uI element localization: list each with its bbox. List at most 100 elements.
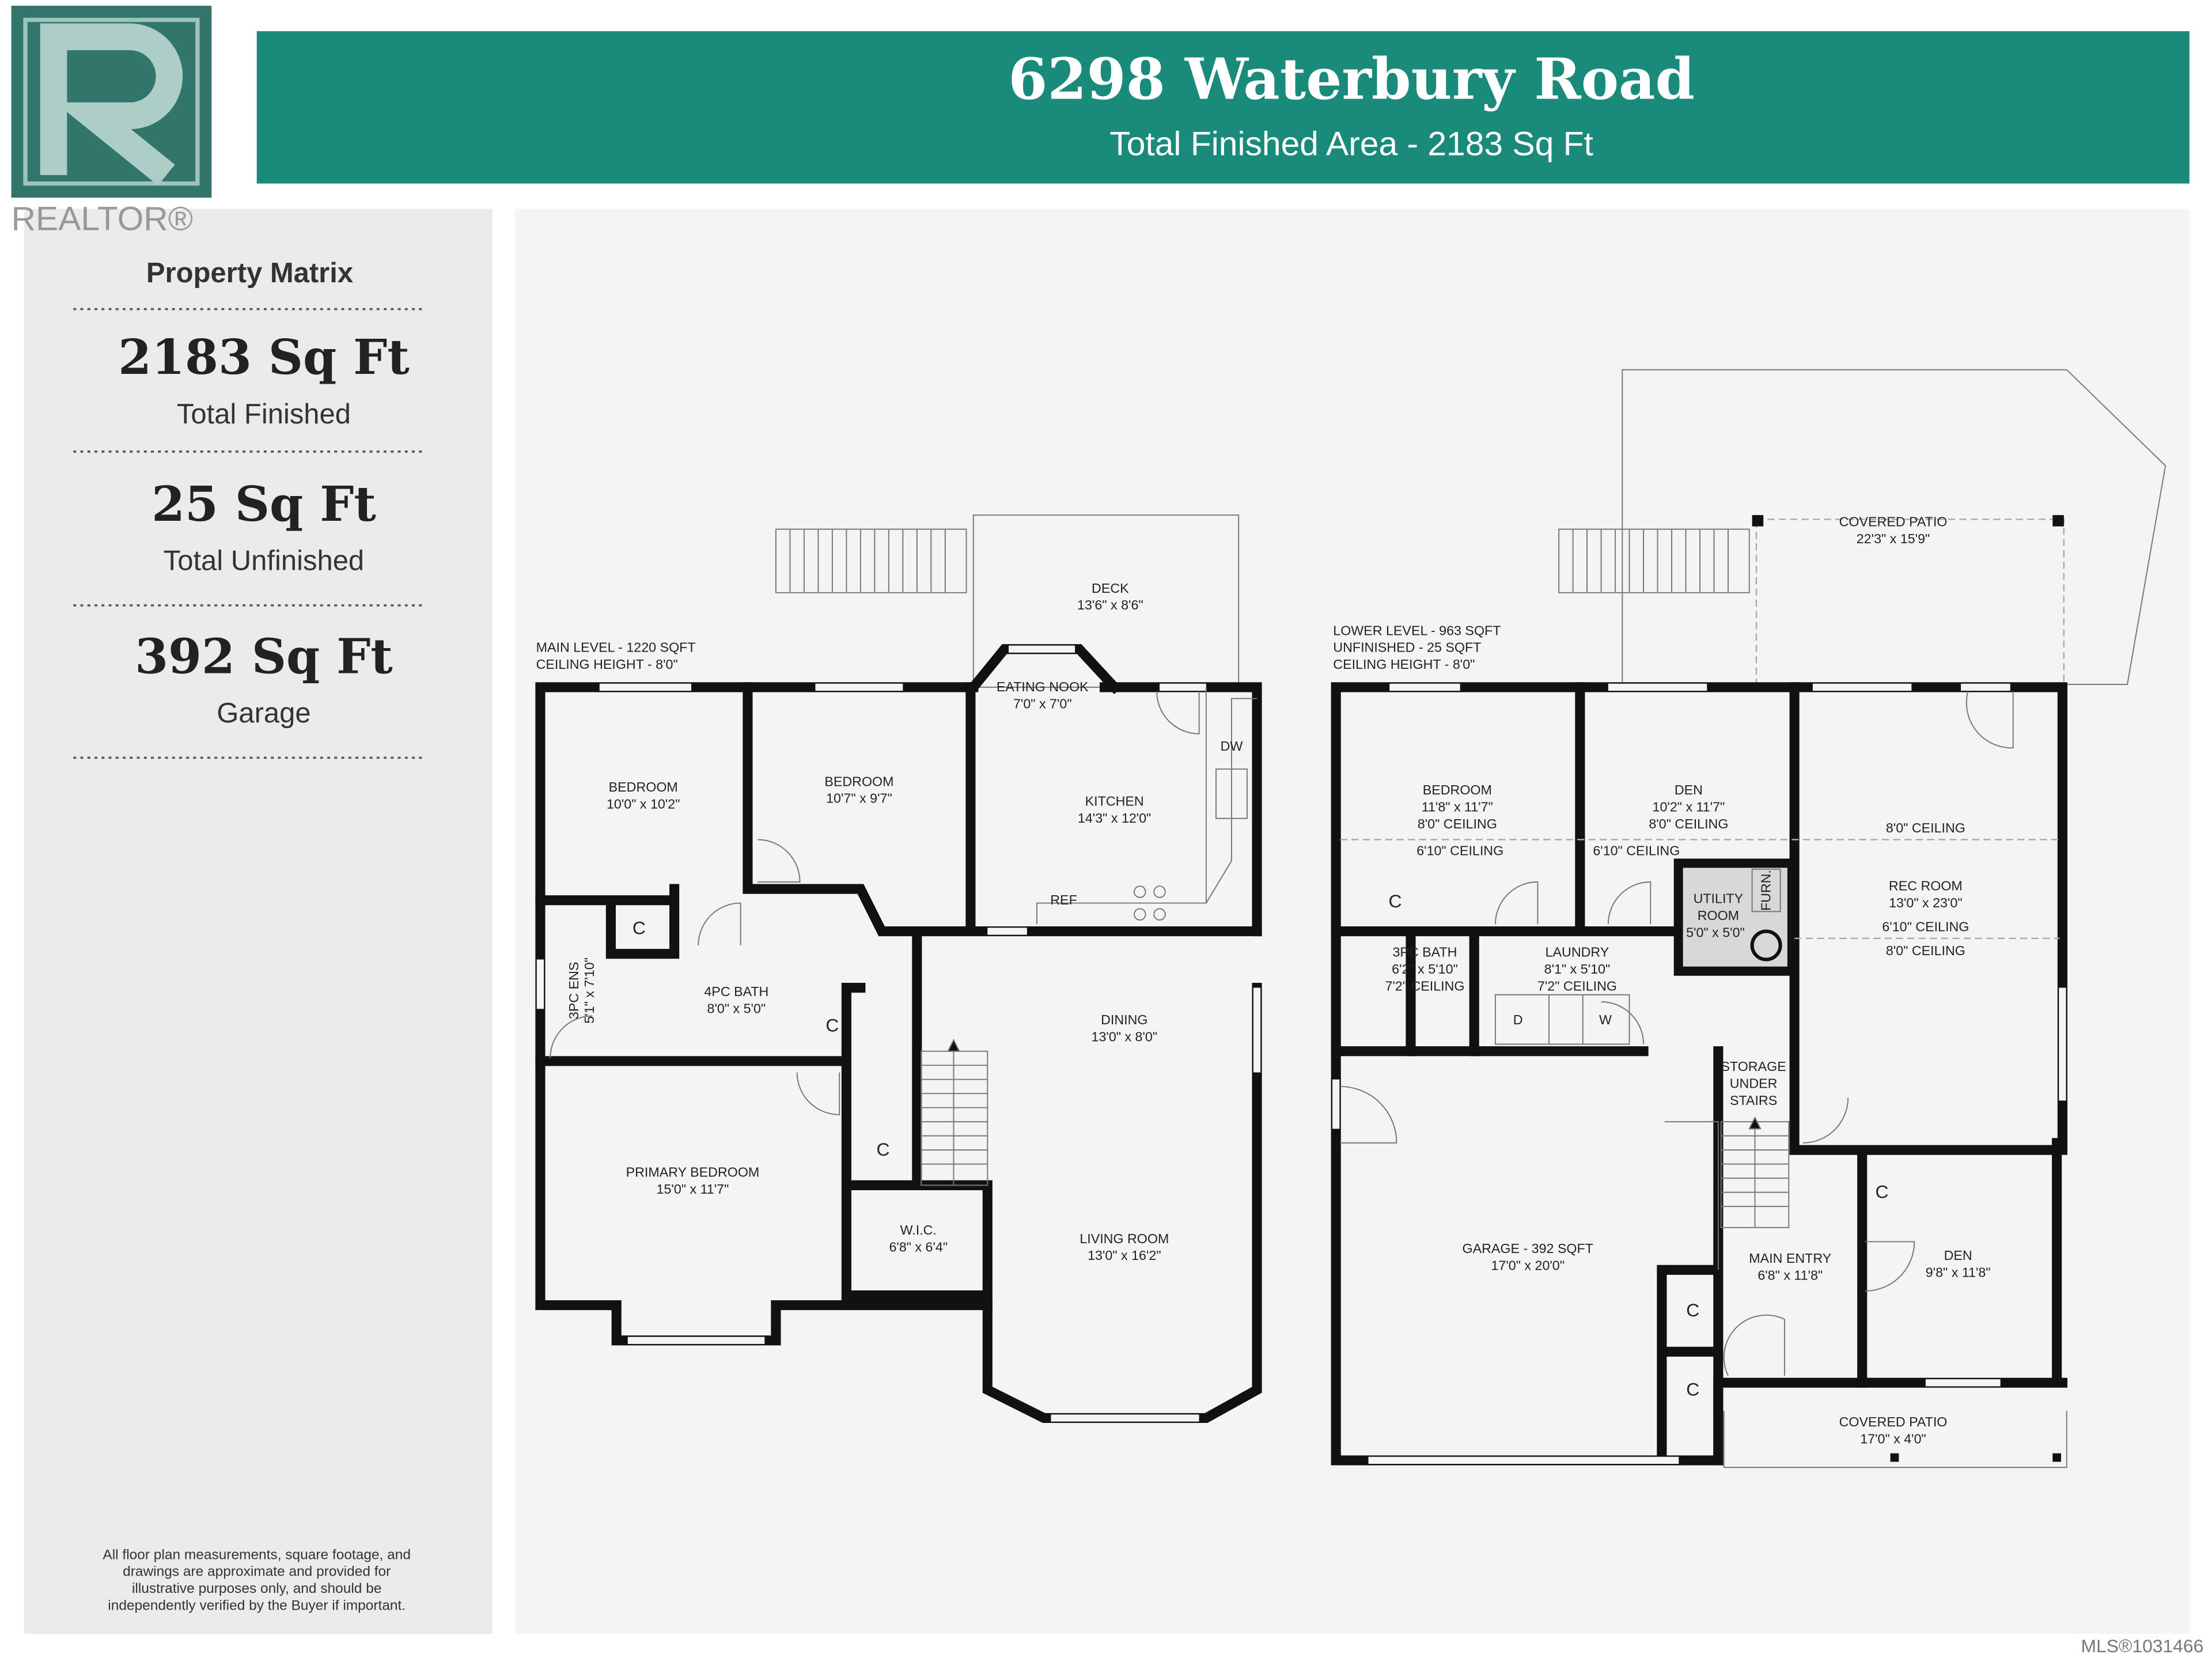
plan-area bbox=[514, 209, 2190, 1634]
disclaimer-line: illustrative purposes only, and should b… bbox=[132, 1581, 381, 1596]
fridge-label: REF bbox=[1050, 892, 1077, 907]
bath-dims: 6'2" x 5'10" bbox=[1392, 962, 1458, 976]
bedroom-label: BEDROOM bbox=[1423, 782, 1492, 797]
patio-stairs bbox=[1558, 528, 1750, 593]
storage-label: STAIRS bbox=[1730, 1093, 1777, 1108]
disclaimer-line: independently verified by the Buyer if i… bbox=[108, 1598, 406, 1614]
main-entry-label: MAIN ENTRY bbox=[1749, 1251, 1831, 1266]
ensuite-label: 3PC ENS bbox=[566, 962, 581, 1020]
bedroom-ceiling: 8'0" CEILING bbox=[1418, 816, 1497, 831]
mls-number: MLS®1031466 bbox=[2081, 1636, 2203, 1656]
bath-label: 4PC BATH bbox=[704, 984, 768, 999]
den-ceiling: 8'0" CEILING bbox=[1649, 816, 1728, 831]
disclaimer: All floor plan measurements, square foot… bbox=[103, 1547, 411, 1613]
lower-level-info: LOWER LEVEL - 963 SQFT bbox=[1333, 623, 1501, 638]
disclaimer-line: All floor plan measurements, square foot… bbox=[103, 1547, 411, 1562]
finished-label: Total Finished bbox=[177, 399, 351, 430]
garage-label: GARAGE - 392 SQFT bbox=[1463, 1241, 1593, 1256]
furnace-label: FURN. bbox=[1758, 870, 1773, 911]
dishwasher-label: DW bbox=[1221, 739, 1243, 754]
bath-ceiling: 7'2" CEILING bbox=[1385, 978, 1464, 993]
covered-patio-label: COVERED PATIO bbox=[1839, 1414, 1948, 1429]
living-room-label: LIVING ROOM bbox=[1080, 1231, 1169, 1246]
garage-dims: 17'0" x 20'0" bbox=[1491, 1258, 1565, 1273]
storage-label: STORAGE bbox=[1721, 1059, 1786, 1074]
covered-patio-dims: 22'3" x 15'9" bbox=[1857, 531, 1930, 546]
lower-stairs bbox=[1720, 1116, 1790, 1228]
closet-label: C bbox=[1875, 1181, 1888, 1202]
laundry-label: LAUNDRY bbox=[1546, 945, 1609, 960]
primary-bedroom-dims: 15'0" x 11'7" bbox=[657, 1182, 729, 1197]
ensuite-dims: 5'1" x 7'10" bbox=[582, 957, 597, 1024]
disclaimer-line: drawings are approximate and provided fo… bbox=[123, 1564, 391, 1580]
den-label: DEN bbox=[1675, 782, 1703, 797]
main-level-info: MAIN LEVEL - 1220 SQFT bbox=[536, 640, 696, 655]
garage-value: 392 Sq Ft bbox=[135, 628, 393, 684]
den-dims: 9'8" x 11'8" bbox=[1926, 1265, 1991, 1280]
matrix-item-finished: 2183 Sq Ft Total Finished bbox=[118, 329, 410, 430]
rec-ceiling-low: 6'10" CEILING bbox=[1882, 919, 1969, 934]
page-subtitle: Total Finished Area - 2183 Sq Ft bbox=[1109, 126, 1593, 163]
matrix-item-garage: 392 Sq Ft Garage bbox=[135, 628, 393, 729]
lower-level-plan: LOWER LEVEL - 963 SQFT UNFINISHED - 25 S… bbox=[1331, 369, 2166, 1468]
covered-patio-label: COVERED PATIO bbox=[1839, 514, 1948, 529]
closet-label: C bbox=[1686, 1379, 1699, 1399]
lower-level-ceiling: CEILING HEIGHT - 8'0" bbox=[1333, 657, 1475, 672]
den-ceiling-low: 6'10" CEILING bbox=[1593, 843, 1680, 858]
deck-label: DECK bbox=[1092, 581, 1129, 596]
wic-label: W.I.C. bbox=[900, 1222, 937, 1237]
matrix-title: Property Matrix bbox=[146, 258, 353, 289]
utility-label: ROOM bbox=[1698, 908, 1739, 923]
den-dims: 10'2" x 11'7" bbox=[1653, 799, 1725, 814]
lower-level-unfinished: UNFINISHED - 25 SQFT bbox=[1333, 640, 1481, 655]
closet-label: C bbox=[1686, 1300, 1699, 1320]
rec-ceiling-high: 8'0" CEILING bbox=[1886, 943, 1965, 958]
main-level-plan: MAIN LEVEL - 1220 SQFT CEILING HEIGHT - … bbox=[535, 514, 1262, 1424]
matrix-panel bbox=[24, 209, 493, 1634]
realtor-logo: REALTOR® bbox=[11, 6, 212, 237]
main-level-ceiling: CEILING HEIGHT - 8'0" bbox=[536, 657, 678, 672]
bath-dims: 8'0" x 5'0" bbox=[707, 1001, 766, 1016]
deck-stairs bbox=[775, 528, 967, 593]
laundry-dims: 8'1" x 5'10" bbox=[1544, 962, 1611, 976]
matrix-dividers bbox=[73, 308, 423, 759]
bedroom-ceiling-low: 6'10" CEILING bbox=[1416, 843, 1503, 858]
wic-dims: 6'8" x 6'4" bbox=[889, 1239, 948, 1254]
kitchen-dims: 14'3" x 12'0" bbox=[1078, 811, 1152, 826]
matrix-item-unfinished: 25 Sq Ft Total Unfinished bbox=[151, 476, 376, 577]
utility-dims: 5'0" x 5'0" bbox=[1686, 925, 1745, 940]
closet-label: C bbox=[877, 1139, 890, 1160]
laundry-ceiling: 7'2" CEILING bbox=[1537, 978, 1617, 993]
kitchen-label: KITCHEN bbox=[1085, 794, 1144, 809]
unfinished-value: 25 Sq Ft bbox=[151, 476, 376, 532]
bedroom-dims: 11'8" x 11'7" bbox=[1422, 799, 1493, 814]
bath-label: 3PC BATH bbox=[1392, 945, 1457, 960]
dining-dims: 13'0" x 8'0" bbox=[1092, 1029, 1158, 1044]
closet-label: C bbox=[1389, 891, 1402, 911]
main-entry-dims: 6'8" x 11'8" bbox=[1758, 1267, 1823, 1282]
unfinished-label: Total Unfinished bbox=[164, 546, 364, 577]
bedroom-dims: 10'0" x 10'2" bbox=[607, 796, 680, 811]
bedroom-label: BEDROOM bbox=[824, 774, 893, 789]
rec-ceiling-high: 8'0" CEILING bbox=[1886, 820, 1965, 835]
primary-bedroom-label: PRIMARY BEDROOM bbox=[626, 1165, 760, 1180]
closet-label: C bbox=[825, 1015, 839, 1035]
bedroom-dims: 10'7" x 9'7" bbox=[826, 791, 892, 806]
dryer-label: D bbox=[1513, 1012, 1523, 1027]
washer-label: W bbox=[1599, 1012, 1612, 1027]
dining-label: DINING bbox=[1101, 1012, 1147, 1027]
finished-value: 2183 Sq Ft bbox=[118, 329, 410, 385]
nook-dims: 7'0" x 7'0" bbox=[1013, 696, 1072, 711]
rec-room-dims: 13'0" x 23'0" bbox=[1889, 895, 1963, 910]
main-stairs bbox=[921, 1038, 988, 1186]
utility-label: UTILITY bbox=[1694, 891, 1744, 906]
rec-room-label: REC ROOM bbox=[1889, 879, 1963, 894]
realtor-logo-text: REALTOR® bbox=[12, 200, 193, 237]
bedroom-label: BEDROOM bbox=[609, 779, 678, 794]
covered-patio-dims: 17'0" x 4'0" bbox=[1860, 1432, 1926, 1447]
nook-label: EATING NOOK bbox=[997, 679, 1089, 694]
den-label: DEN bbox=[1944, 1248, 1972, 1263]
page-title: 6298 Waterbury Road bbox=[1008, 47, 1695, 113]
living-room-dims: 13'0" x 16'2" bbox=[1088, 1248, 1161, 1263]
